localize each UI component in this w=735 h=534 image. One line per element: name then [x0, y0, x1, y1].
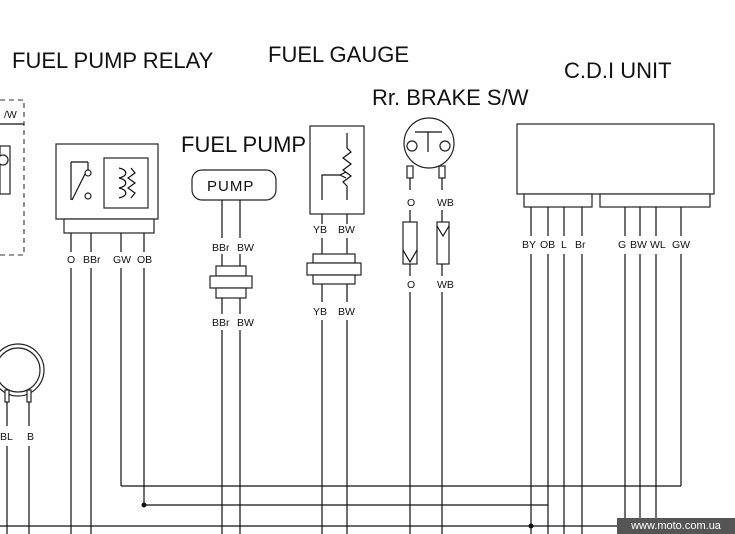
brake-wire-o-bottom: O — [407, 279, 415, 291]
rr-brake-sw-title: Rr. BRAKE S/W — [372, 85, 529, 110]
relay-wire-gw: GW — [113, 254, 131, 266]
fuel-pump-box-label: PUMP — [207, 178, 254, 195]
bottom-junction-dot — [528, 523, 534, 529]
fuel-gauge-title: FUEL GAUGE — [268, 42, 409, 67]
relay-wire-bbr: BBr — [83, 254, 101, 266]
relay-wire-ob: OB — [137, 254, 152, 266]
cdi-wire-gw: GW — [672, 239, 690, 251]
round-component: BL B — [0, 343, 45, 534]
cdi-wire-ob: OB — [540, 239, 555, 251]
cdi-wire-br: Br — [575, 239, 586, 251]
bus-wires — [0, 485, 735, 529]
cdi-wire-g: G — [618, 239, 626, 251]
brake-wire-o-top: O — [407, 197, 415, 209]
fuel-pump-relay-title: FUEL PUMP RELAY — [12, 48, 214, 73]
brake-wire-wb-bottom: WB — [437, 279, 454, 291]
wire-label-bl: BL — [0, 431, 13, 443]
pump-wire-bw-bottom: BW — [237, 317, 254, 329]
gauge-wire-yb-top: YB — [313, 224, 327, 236]
ignition-switch-fragment: /W — [0, 99, 25, 256]
cdi-wire-bw: BW — [630, 239, 647, 251]
cdi-unit: BY OB L Br G BW WL GW — [516, 123, 715, 534]
cdi-wire-by: BY — [522, 239, 536, 251]
fuel-pump-relay: O BBr GW OB — [55, 143, 159, 534]
fuel-pump: PUMP BBr BW BBr BW — [191, 169, 277, 534]
relay-wire-o: O — [67, 254, 75, 266]
cdi-unit-title: C.D.I UNIT — [564, 58, 672, 83]
gauge-wire-bw-top: BW — [338, 224, 355, 236]
fuel-pump-title: FUEL PUMP — [181, 132, 306, 157]
ob-junction-dot — [141, 502, 147, 508]
gauge-wire-yb-bottom: YB — [313, 306, 327, 318]
wire-label-b: B — [27, 431, 34, 443]
pump-wire-bbr-top: BBr — [212, 242, 230, 254]
pump-wire-bbr-bottom: BBr — [212, 317, 230, 329]
brake-wire-wb-top: WB — [437, 197, 454, 209]
gauge-wire-bw-bottom: BW — [338, 306, 355, 318]
fuel-gauge: YB BW YB BW — [306, 125, 365, 534]
rr-brake-switch: O WB O WB — [402, 117, 455, 534]
cdi-wire-l: L — [561, 239, 567, 251]
watermark: www.moto.com.ua — [617, 518, 735, 534]
pump-wire-bw-top: BW — [237, 242, 254, 254]
cdi-wire-wl: WL — [650, 239, 666, 251]
ignition-switch-label: /W — [4, 109, 17, 121]
